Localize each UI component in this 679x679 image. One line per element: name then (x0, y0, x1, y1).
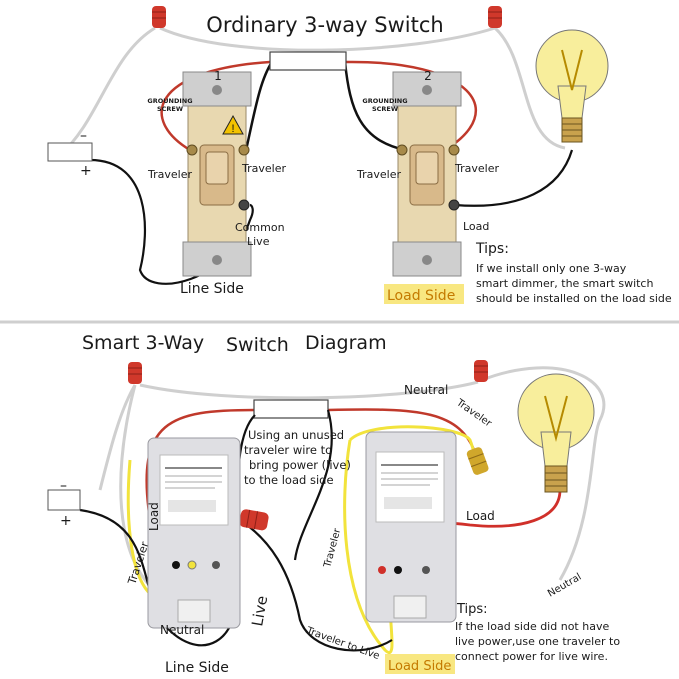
neutral-label-left-b: Neutral (160, 623, 204, 637)
common-label: Common (235, 221, 285, 234)
load-side-highlight-bottom (385, 654, 455, 674)
grounding-screw-label-1a: GROUNDING (147, 97, 192, 105)
svg-text:!: ! (231, 123, 234, 135)
grounding-screw-label-1b: SCREW (157, 105, 183, 113)
smart-switch-1 (147, 437, 241, 629)
smart-3way-panel: Smart 3-Way Switch Diagram (47, 332, 620, 676)
red-traveler-b-left (145, 408, 256, 521)
bottom-tips-line-2: live power,use one traveler to (455, 635, 620, 648)
live-label: Live (247, 235, 270, 248)
bottom-title-b: Switch (226, 334, 289, 356)
neutral-wire-lamp-b (481, 366, 606, 581)
grounding-screw-label-2b: SCREW (372, 105, 398, 113)
bottom-title-c: Diagram (305, 332, 387, 354)
unused-note-2: traveler wire to (244, 443, 332, 457)
traveler-label-mid: Traveler (322, 526, 343, 569)
neutral-wire-lamp (493, 26, 566, 150)
top-load-side: Load Side (387, 288, 455, 304)
top-tips-line-2: smart dimmer, the smart switch (476, 277, 653, 290)
wire-nut-b-left (128, 362, 142, 384)
plus-sign-b: + (60, 513, 72, 529)
neutral-label-right-b: Neutral (546, 572, 583, 600)
wire-nut-b-right (474, 360, 488, 382)
black-wire-to-load-switch (239, 519, 393, 652)
smart-switch-2 (365, 431, 457, 623)
wire-nut-right-top (488, 6, 502, 28)
grounding-screw-label-2a: GROUNDING (362, 97, 407, 105)
bottom-tips-line-1: If the load side did not have (455, 620, 609, 633)
neutral-wire-top (159, 26, 496, 52)
black-traveler-right (343, 61, 406, 152)
minus-sign: – (80, 128, 87, 144)
red-traveler-left (160, 60, 271, 152)
toggle-switch-1: ! (182, 71, 252, 277)
bottom-title-a: Smart 3-Way (82, 332, 204, 354)
top-tips-line-3: should be installed on the load side (476, 292, 672, 305)
load-wire (454, 149, 574, 207)
black-unused-traveler (293, 409, 333, 561)
bottom-tips-line-3: connect power for live wire. (455, 650, 608, 663)
light-bulb-icon (535, 29, 609, 143)
top-title: Ordinary 3-way Switch (206, 13, 443, 37)
junction-tube-bottom (253, 399, 329, 419)
top-tips-title: Tips: (475, 241, 509, 257)
bottom-tips-title: Tips: (456, 602, 488, 617)
switch-2-number: 2 (424, 69, 432, 83)
neutral-wire-line (59, 26, 156, 157)
black-traveler-left (243, 61, 274, 156)
toggle-switch-2 (392, 71, 462, 277)
wire-nut-b-middle (239, 509, 269, 531)
neutral-wire-top-b (139, 380, 479, 400)
top-line-side: Line Side (180, 281, 244, 297)
switch-1-number: 1 (214, 69, 222, 83)
unused-note-3: bring power (live) (249, 458, 351, 472)
neutral-label-top-b: Neutral (404, 383, 448, 397)
ordinary-3way-panel: Ordinary 3-way Switch – (47, 6, 672, 305)
unused-note-1: Using an unused (248, 428, 344, 442)
load-label-right-b: Load (466, 509, 495, 523)
bottom-line-side: Line Side (165, 660, 229, 676)
line-hot-wire (89, 158, 254, 285)
load-side-highlight-top (384, 284, 464, 304)
unused-note-4: to the load side (244, 473, 334, 487)
wire-nut-b-traveler (466, 447, 489, 475)
traveler-label-top-b: Traveler (453, 397, 494, 430)
load-label: Load (463, 220, 489, 233)
top-tips-line-1: If we install only one 3-way (476, 262, 627, 275)
wire-nut-left-top (152, 6, 166, 28)
traveler-label-1-right: Traveler (241, 162, 286, 175)
traveler-label-2-left: Traveler (356, 168, 401, 181)
plus-sign: + (80, 163, 92, 179)
light-bulb-icon-b (517, 373, 595, 493)
minus-sign-b: – (60, 478, 67, 494)
neutral-wire-line-b (98, 384, 137, 491)
source-cable-top: – + (47, 128, 93, 179)
source-cable-bottom: – + (47, 478, 81, 529)
red-traveler-right (344, 60, 477, 152)
traveler-label-2-right: Traveler (454, 162, 499, 175)
junction-tube-top (269, 51, 347, 71)
warning-icon (222, 114, 244, 135)
traveler-label-1-left: Traveler (147, 168, 192, 181)
load-label-left: Load (147, 502, 161, 531)
live-label-b: Live (248, 594, 271, 627)
bottom-load-side: Load Side (388, 659, 451, 674)
